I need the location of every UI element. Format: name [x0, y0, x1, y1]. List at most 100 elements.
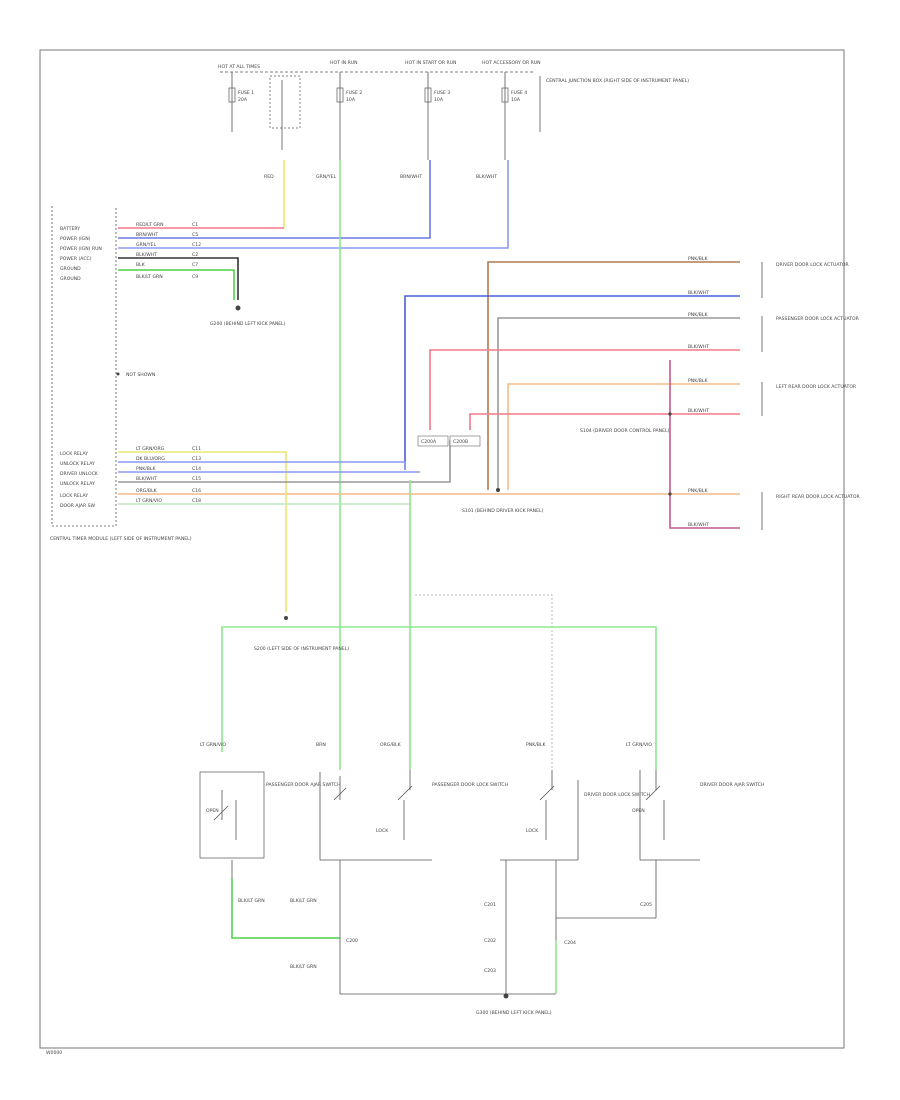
central-timer-module: BATTERY POWER (IGN) POWER (IGN) RUN POWE…: [50, 206, 201, 542]
ctm-lpin-2: UNLOCK RELAY: [60, 461, 95, 467]
ctm-pin-4: POWER (ACC): [60, 256, 92, 262]
switch-5: LT GRN/VIO OPEN DRIVER DOOR AJAR SWITCH: [626, 742, 764, 861]
wire-black-ground: [118, 257, 239, 300]
ctm-lwire-3: PNK/BLK: [136, 466, 156, 472]
switch-4: PNK/BLK LOCK DRIVER DOOR LOCK SWITCH: [526, 742, 650, 860]
ctm-lpin-5: LOCK RELAY: [60, 493, 88, 499]
wire-blue-lower-1: [118, 461, 406, 470]
switch-4-title: DRIVER DOOR LOCK SWITCH: [584, 792, 650, 798]
dotted-line: [415, 594, 553, 770]
ctm-pin-1: BATTERY: [60, 226, 80, 232]
ctm-pinid-3: C12: [192, 242, 201, 248]
ctm-lpinid-1: C11: [192, 446, 201, 452]
fuse-3: HOT IN START OR RUN FUSE 3 10A: [405, 60, 456, 160]
ctm-lpin-4: UNLOCK RELAY: [60, 481, 95, 487]
motor-title-4: RIGHT REAR DOOR LOCK ACTUATOR: [776, 494, 860, 500]
fuse-4-name: FUSE 4: [511, 90, 527, 96]
lower-pin-5: C204: [564, 940, 576, 946]
fuse-2: HOT IN RUN FUSE 2 10A: [269, 60, 362, 160]
switch-4-wire: PNK/BLK: [526, 742, 546, 748]
junction-box-label: CENTRAL JUNCTION BOX (RIGHT SIDE OF INST…: [546, 78, 689, 84]
fuse-2-name: FUSE 2: [346, 90, 362, 96]
door-lock-motors: PNK/BLK BLK/WHT DRIVER DOOR LOCK ACTUATO…: [668, 256, 860, 530]
ctm-lwire-2: DK BLU/ORG: [136, 456, 165, 462]
switch-3-pos: LOCK: [376, 828, 389, 834]
ctm-lwire-6: LT GRN/VIO: [136, 498, 162, 504]
motor-wire-a-4: PNK/BLK: [688, 488, 708, 494]
ground-g300-label: G300 (BEHIND LEFT KICK PANEL): [476, 1010, 552, 1016]
ground-g200-label: G200 (BEHIND LEFT KICK PANEL): [210, 321, 286, 327]
motor-title-3: LEFT REAR DOOR LOCK ACTUATOR: [776, 384, 857, 390]
wire-green-ground: [118, 269, 235, 300]
ctm-lwire-5: ORG/BLK: [136, 488, 158, 494]
wire-yellow-lower: [118, 451, 287, 612]
ctm-lpinid-6: C18: [192, 498, 201, 504]
switch-5-wire: LT GRN/VIO: [626, 742, 652, 748]
wire-violet-bus: [669, 360, 740, 529]
motor-title-1: DRIVER DOOR LOCK ACTUATOR: [776, 262, 850, 268]
fuse-3-name: FUSE 3: [434, 90, 450, 96]
switch-1-title: PASSENGER DOOR AJAR SWITCH: [266, 782, 341, 788]
ctm-pin-5: GROUND: [60, 266, 81, 272]
switch-2-wire: BRN: [316, 742, 326, 748]
motor-wire-b-4: BLK/WHT: [688, 522, 709, 528]
ctm-pinid-4: C2: [192, 252, 198, 258]
top-wire-label-4: BLK/WHT: [476, 174, 497, 180]
ctm-lpin-3: DRIVER UNLOCK: [60, 471, 99, 477]
wire-gray-right: [497, 317, 740, 490]
switch-4-pos: LOCK: [526, 828, 539, 834]
ctm-pinid-5: C7: [192, 262, 198, 268]
wire-red-right-2: [469, 413, 740, 430]
splice-s101-label: S101 (BEHIND DRIVER KICK PANEL): [462, 508, 544, 514]
ctm-lpinid-4: C15: [192, 476, 201, 482]
switch-5-pos: OPEN: [632, 808, 645, 814]
ctm-wire-1: RED/LT GRN: [136, 222, 164, 228]
ctm-wire-3: GRN/YEL: [136, 242, 156, 248]
motor-wire-a-2: PNK/BLK: [688, 312, 708, 318]
ctm-pinid-2: C5: [192, 232, 198, 238]
ground-g200: G200 (BEHIND LEFT KICK PANEL): [210, 305, 286, 327]
switch-1-wire: LT GRN/VIO: [200, 742, 226, 748]
connector-b-label: C200B: [453, 439, 468, 445]
fuse-4: HOT ACCESSORY OR RUN FUSE 4 10A: [482, 60, 541, 160]
motor-title-2: PASSENGER DOOR LOCK ACTUATOR: [776, 316, 860, 322]
fuse-4-amps: 10A: [511, 97, 521, 103]
top-wire-label-3: BRN/WHT: [400, 174, 422, 180]
diagram-frame: [39, 49, 845, 1049]
fuse-1-amps: 20A: [238, 97, 248, 103]
fuse-block: HOT AT ALL TIMES FUSE 1 20A HOT IN RUN F…: [218, 60, 689, 160]
splice-s200-label: S200 (LEFT SIDE OF INSTRUMENT PANEL): [254, 646, 349, 652]
ctm-not-shown: NOT SHOWN: [126, 372, 155, 378]
wire-lightblue-power: [118, 160, 509, 249]
ctm-pin-2: POWER (IGN): [60, 236, 91, 242]
ctm-lwire-4: BLK/WHT: [136, 476, 157, 482]
connector-a-label: C200A: [421, 439, 437, 445]
ctm-pin-3: POWER (IGN) RUN: [60, 246, 102, 252]
fuse-1-title: HOT AT ALL TIMES: [218, 64, 260, 70]
splice-s104-label: S104 (DRIVER DOOR CONTROL PANEL): [580, 428, 670, 434]
ctm-lpinid-5: C16: [192, 488, 201, 494]
switch-1-pos: OPEN: [206, 808, 219, 814]
wire-gray-lower: [118, 440, 451, 483]
fuse-3-title: HOT IN START OR RUN: [405, 60, 456, 66]
fuse-2-title: HOT IN RUN: [330, 60, 358, 66]
ctm-pinid-6: C9: [192, 274, 198, 280]
fuse-3-amps: 10A: [434, 97, 444, 103]
fuse-2-amps: 10A: [346, 97, 356, 103]
ctm-wire-5: BLK: [136, 262, 146, 268]
fuse-4-title: HOT ACCESSORY OR RUN: [482, 60, 541, 66]
ctm-title: CENTRAL TIMER MODULE (LEFT SIDE OF INSTR…: [50, 536, 192, 542]
lower-pin-4: C203: [484, 968, 496, 974]
lower-wire-3: BLK/LT GRN: [290, 964, 317, 970]
wire-orange-right: [507, 383, 740, 490]
ctm-lpin-1: LOCK RELAY: [60, 451, 88, 457]
ctm-pinid-1: C1: [192, 222, 198, 228]
motor-wire-a-3: PNK/BLK: [688, 378, 708, 384]
wire-blue-power: [118, 160, 431, 239]
switch-3-title: PASSENGER DOOR LOCK SWITCH: [432, 782, 508, 788]
motor-wire-a-1: PNK/BLK: [688, 256, 708, 262]
fuse-1-name: FUSE 1: [238, 90, 254, 96]
ctm-wire-6: BLK/LT GRN: [136, 274, 163, 280]
ctm-wire-4: BLK/WHT: [136, 252, 157, 258]
